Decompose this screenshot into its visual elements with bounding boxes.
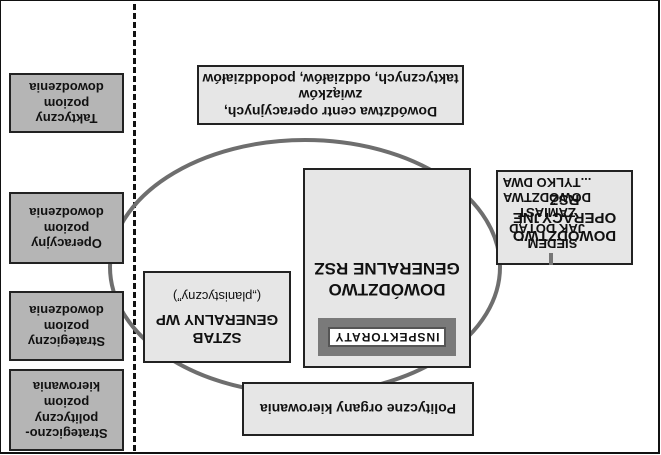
level-strategic-political: Strategiczno- polityczny poziom kierowan… bbox=[9, 369, 124, 451]
political-bodies-label: Polityczne organy kierowania bbox=[259, 401, 457, 418]
level-strategic-political-line1: Strategiczno- bbox=[25, 426, 108, 442]
general-staff-line3: („planistyczny”) bbox=[172, 288, 262, 304]
general-command-line2: GENERALNE RSZ bbox=[314, 258, 460, 278]
level-tactical-line2: poziom bbox=[43, 95, 90, 111]
annotation-line3: ZAMIAST bbox=[518, 205, 576, 221]
general-staff-line1: SZTAB bbox=[192, 328, 242, 346]
general-staff-box: SZTAB GENERALNY WP („planistyczny”) bbox=[143, 271, 291, 363]
level-strategic-line2: poziom bbox=[43, 318, 90, 334]
general-command-line1: DOWÓDZTWO bbox=[328, 280, 446, 299]
annotation-line5: SIEDEM... bbox=[516, 236, 578, 251]
level-operational-line1: Operacyjny bbox=[31, 236, 102, 252]
inspectorates-label: INSPEKTORATY bbox=[327, 326, 447, 348]
level-strategic-political-line4: kierowania bbox=[32, 379, 101, 395]
inspectorates-bar: INSPEKTORATY bbox=[318, 318, 456, 356]
level-strategic: Strategiczny poziom dowodzenia bbox=[9, 291, 124, 361]
annotation-text: SIEDEM... JAK DOTĄD ZAMIAST DOWÓDZTWA ..… bbox=[491, 174, 603, 251]
level-strategic-political-line3: poziom bbox=[43, 395, 90, 410]
level-tactical-line3: dowodzenia bbox=[29, 80, 104, 96]
level-tactical: Taktyczny poziom dowodzenia bbox=[9, 73, 124, 133]
general-command-box: INSPEKTORATY DOWÓDZTWO GENERALNE RSZ bbox=[303, 168, 471, 368]
annotation-line2: DOWÓDZTWA bbox=[502, 190, 592, 206]
level-operational: Operacyjny poziom dowodzenia bbox=[9, 192, 124, 264]
level-operational-line2: poziom bbox=[43, 220, 90, 236]
tactical-commands-box: Dowództwa centr operacyjnych, związków t… bbox=[197, 65, 464, 125]
annotation-line4: JAK DOTĄD bbox=[509, 220, 585, 236]
level-strategic-line1: Strategiczny bbox=[27, 334, 106, 350]
level-operational-line3: dowodzenia bbox=[29, 205, 104, 221]
connector-line bbox=[549, 253, 553, 265]
tactical-commands-line2: taktycznych, oddziałów, pododdziałów bbox=[202, 70, 459, 87]
general-staff-line2: GENERALNY WP bbox=[155, 310, 279, 328]
level-strategic-political-line2: polityczny bbox=[34, 410, 99, 426]
level-tactical-line1: Taktyczny bbox=[35, 111, 98, 127]
tactical-commands-line1: Dowództwa centr operacyjnych, związków bbox=[223, 87, 438, 121]
annotation-line1: ...TYLKO DWA bbox=[502, 174, 592, 190]
level-strategic-line3: dowodzenia bbox=[29, 303, 104, 319]
political-bodies-box: Polityczne organy kierowania bbox=[242, 382, 474, 436]
